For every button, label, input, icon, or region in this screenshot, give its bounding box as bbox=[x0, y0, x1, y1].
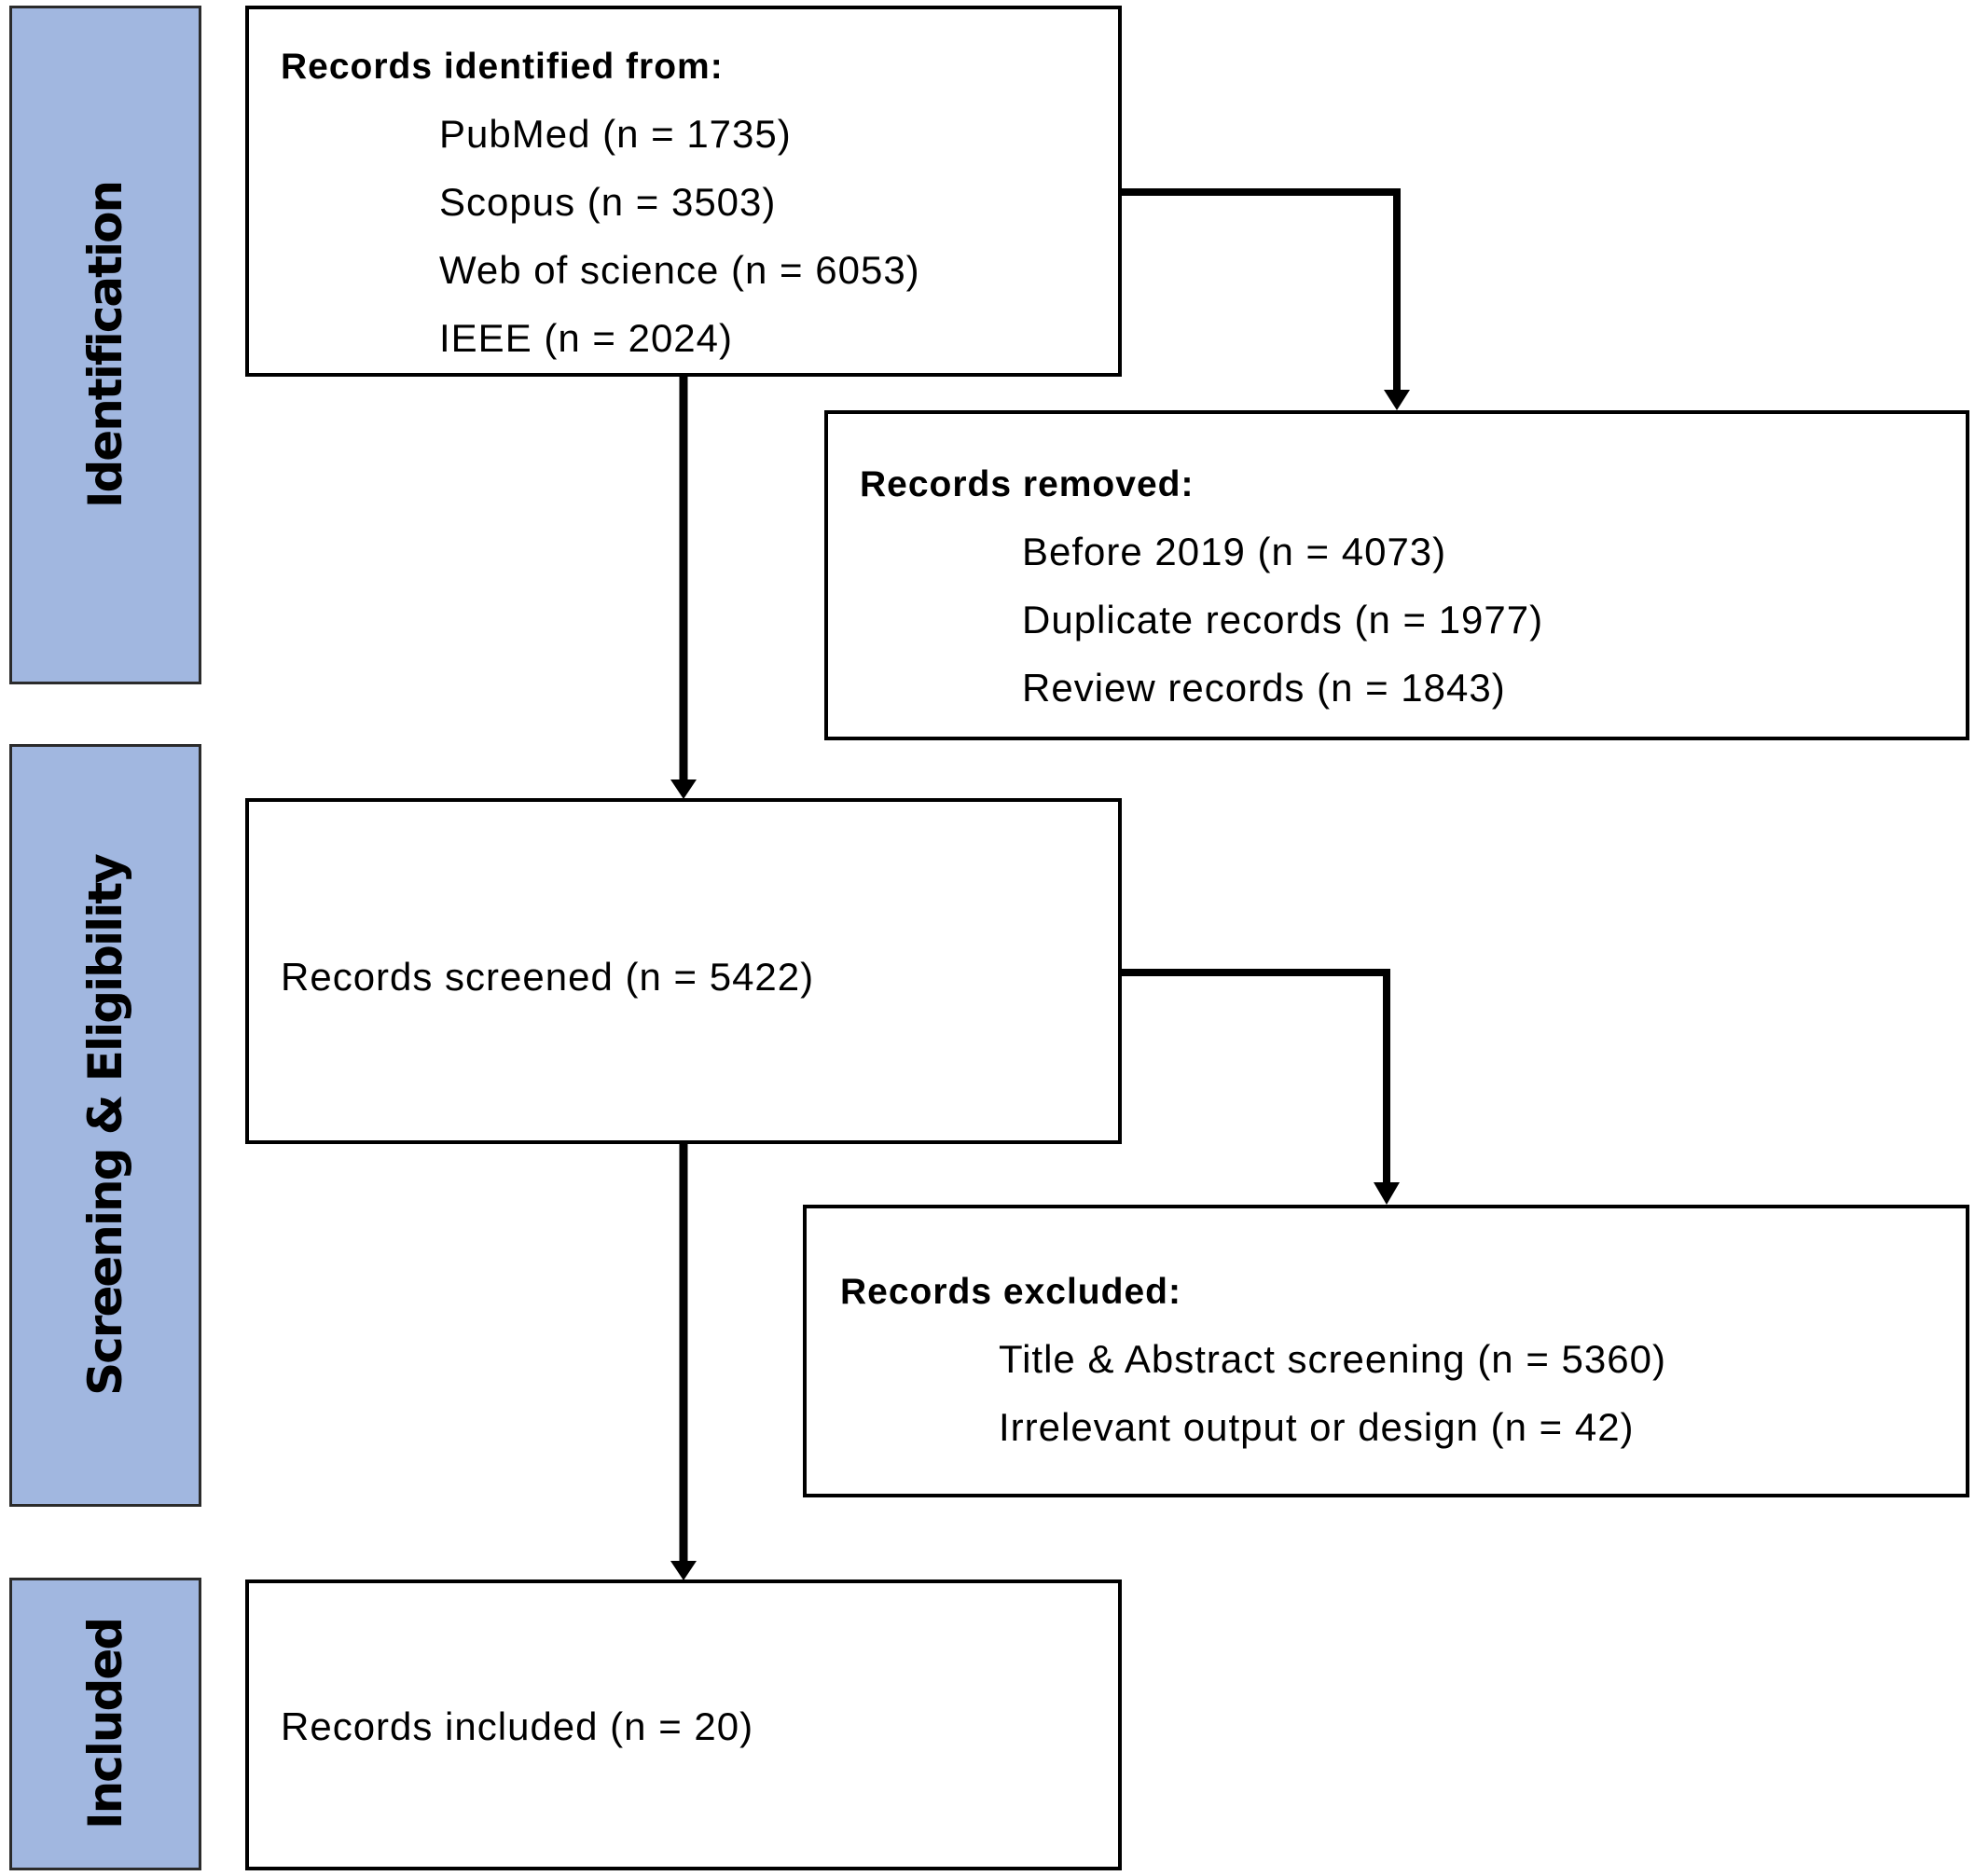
excluded-item-title-abstract: Title & Abstract screening (n = 5360) bbox=[999, 1337, 1666, 1381]
arrow-screened-to-excluded bbox=[1121, 969, 1390, 1184]
arrowhead-excluded bbox=[1374, 1182, 1400, 1205]
arrowhead-included bbox=[670, 1561, 697, 1580]
removed-item-duplicates: Duplicate records (n = 1977) bbox=[1022, 598, 1544, 641]
removed-item-reviews: Review records (n = 1843) bbox=[1022, 666, 1506, 710]
screened-text: Records screened (n = 5422) bbox=[281, 955, 815, 999]
identified-box: Records identified from: PubMed (n = 173… bbox=[245, 6, 1122, 377]
excluded-box: Records excluded: Title & Abstract scree… bbox=[803, 1205, 1969, 1497]
excluded-item-irrelevant: Irrelevant output or design (n = 42) bbox=[999, 1405, 1635, 1449]
identified-item-pubmed: PubMed (n = 1735) bbox=[439, 112, 792, 156]
arrowhead-removed bbox=[1384, 390, 1410, 410]
phase-identification-panel: Identification bbox=[9, 6, 201, 684]
identified-item-ieee: IEEE (n = 2024) bbox=[439, 316, 734, 360]
excluded-title: Records excluded: bbox=[840, 1272, 1181, 1312]
screened-box: Records screened (n = 5422) bbox=[245, 798, 1122, 1144]
identified-item-web-of-science: Web of science (n = 6053) bbox=[439, 248, 920, 292]
identified-title: Records identified from: bbox=[281, 47, 724, 87]
phase-screening-panel: Screening & Eligibility bbox=[9, 744, 201, 1507]
included-text: Records included (n = 20) bbox=[281, 1704, 754, 1748]
identified-item-scopus: Scopus (n = 3503) bbox=[439, 180, 777, 224]
arrowhead-screened bbox=[670, 779, 697, 799]
phase-included-panel: Included bbox=[9, 1578, 201, 1870]
removed-box: Records removed: Before 2019 (n = 4073) … bbox=[824, 410, 1969, 740]
removed-item-before-2019: Before 2019 (n = 4073) bbox=[1022, 530, 1447, 573]
included-box: Records included (n = 20) bbox=[245, 1579, 1122, 1870]
arrow-identified-to-removed bbox=[1121, 188, 1401, 392]
removed-title: Records removed: bbox=[860, 464, 1195, 504]
